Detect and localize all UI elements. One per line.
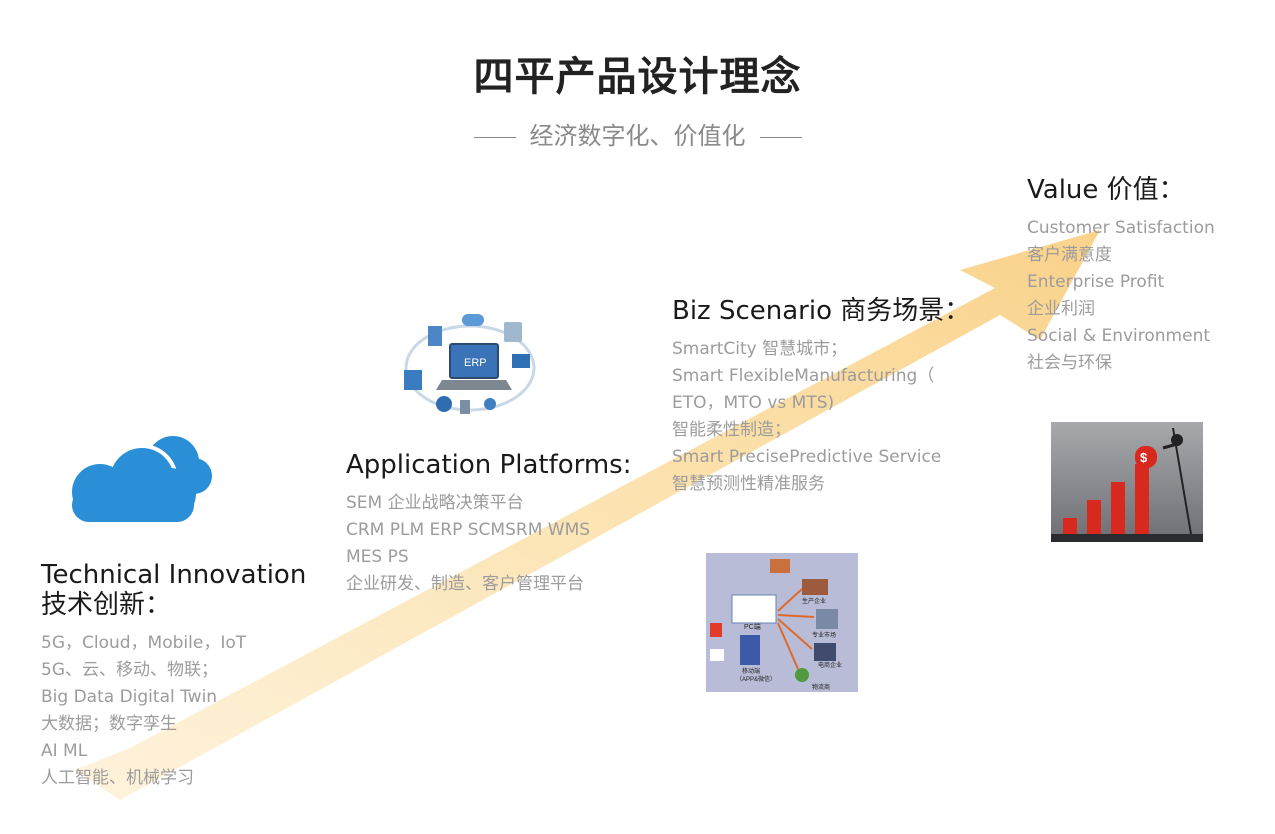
- page-title: 四平产品设计理念: [473, 54, 802, 100]
- list-item: 智能柔性制造；: [672, 420, 791, 440]
- pc-label: PC端: [744, 622, 761, 631]
- list-item: 大数据；数字孪生: [41, 714, 177, 734]
- erp-illustration: ERP: [404, 314, 536, 414]
- list-item: 人工智能、机械学习: [41, 768, 194, 788]
- list-item: Big Data Digital Twin: [41, 687, 218, 707]
- list-item: MES PS: [346, 547, 409, 567]
- tech-innovation-section: Technical Innovation 技术创新： 5G，Cloud，Mobi…: [41, 560, 306, 792]
- value-list: Customer Satisfaction 客户满意度 Enterprise P…: [1027, 215, 1215, 377]
- list-item: Social & Environment: [1027, 326, 1211, 346]
- list-item: SmartCity 智慧城市；: [672, 339, 848, 359]
- chart-bar: [1063, 518, 1077, 534]
- app-list: SEM 企业战略决策平台 CRM PLM ERP SCMSRM WMS MES …: [346, 490, 632, 598]
- list-item: Customer Satisfaction: [1027, 218, 1215, 238]
- market-label: 专业市场: [812, 631, 836, 639]
- logistics-label: 物流商: [812, 683, 830, 691]
- chart-bar: [1111, 482, 1125, 534]
- growth-chart-illustration: $: [1051, 422, 1203, 542]
- subtitle-text: 经济数字化、价值化: [529, 122, 746, 150]
- subtitle-dash-right: [759, 136, 802, 138]
- tech-list: 5G，Cloud，Mobile，IoT 5G、云、移动、物联； Big Data…: [41, 630, 306, 792]
- chart-bar: [1087, 500, 1101, 534]
- mobile-label: 移动端: [742, 667, 760, 675]
- list-item: ETO，MTO vs MTS): [672, 393, 835, 413]
- page-subtitle: 经济数字化、价值化: [0, 116, 1275, 151]
- cloud-icon: [72, 432, 212, 522]
- tech-heading-cn: 技术创新：: [41, 590, 172, 620]
- list-item: Enterprise Profit: [1027, 272, 1165, 292]
- list-item: 企业利润: [1027, 299, 1095, 319]
- list-item: 5G，Cloud，Mobile，IoT: [41, 633, 247, 653]
- chart-bar: [1135, 464, 1149, 534]
- list-item: AI ML: [41, 741, 88, 761]
- list-item: 智慧预测性精准服务: [672, 474, 825, 494]
- list-item: 5G、云、移动、物联；: [41, 660, 218, 680]
- biz-scenario-section: Biz Scenario 商务场景： SmartCity 智慧城市； Smart…: [672, 296, 970, 498]
- ecosystem-illustration: PC端 移动端 （APP&微信） 生产企业 专业市场 电商企业 物流商: [706, 553, 858, 692]
- list-item: Smart FlexibleManufacturing（: [672, 366, 935, 386]
- factory-label: 生产企业: [802, 597, 826, 605]
- app-note-label: （APP&微信）: [736, 675, 776, 683]
- list-item: 企业研发、制造、客户管理平台: [346, 574, 584, 594]
- list-item: 社会与环保: [1027, 353, 1112, 373]
- list-item: Smart PrecisePredictive Service: [672, 447, 942, 467]
- dollar-label: $: [1140, 450, 1148, 465]
- value-heading: Value 价值：: [1027, 175, 1185, 205]
- tech-heading-en: Technical Innovation: [41, 560, 307, 590]
- ecommerce-label: 电商企业: [818, 661, 842, 669]
- list-item: SEM 企业战略决策平台: [346, 493, 524, 513]
- app-heading: Application Platforms:: [346, 450, 632, 480]
- value-section: Value 价值： Customer Satisfaction 客户满意度 En…: [1027, 175, 1215, 377]
- subtitle-dash-left: [473, 136, 516, 138]
- list-item: 客户满意度: [1027, 245, 1112, 265]
- app-platforms-section: Application Platforms: SEM 企业战略决策平台 CRM …: [346, 450, 632, 598]
- biz-heading: Biz Scenario 商务场景：: [672, 296, 971, 326]
- erp-label: ERP: [464, 357, 487, 369]
- biz-list: SmartCity 智慧城市； Smart FlexibleManufactur…: [672, 336, 970, 498]
- list-item: CRM PLM ERP SCMSRM WMS: [346, 520, 591, 540]
